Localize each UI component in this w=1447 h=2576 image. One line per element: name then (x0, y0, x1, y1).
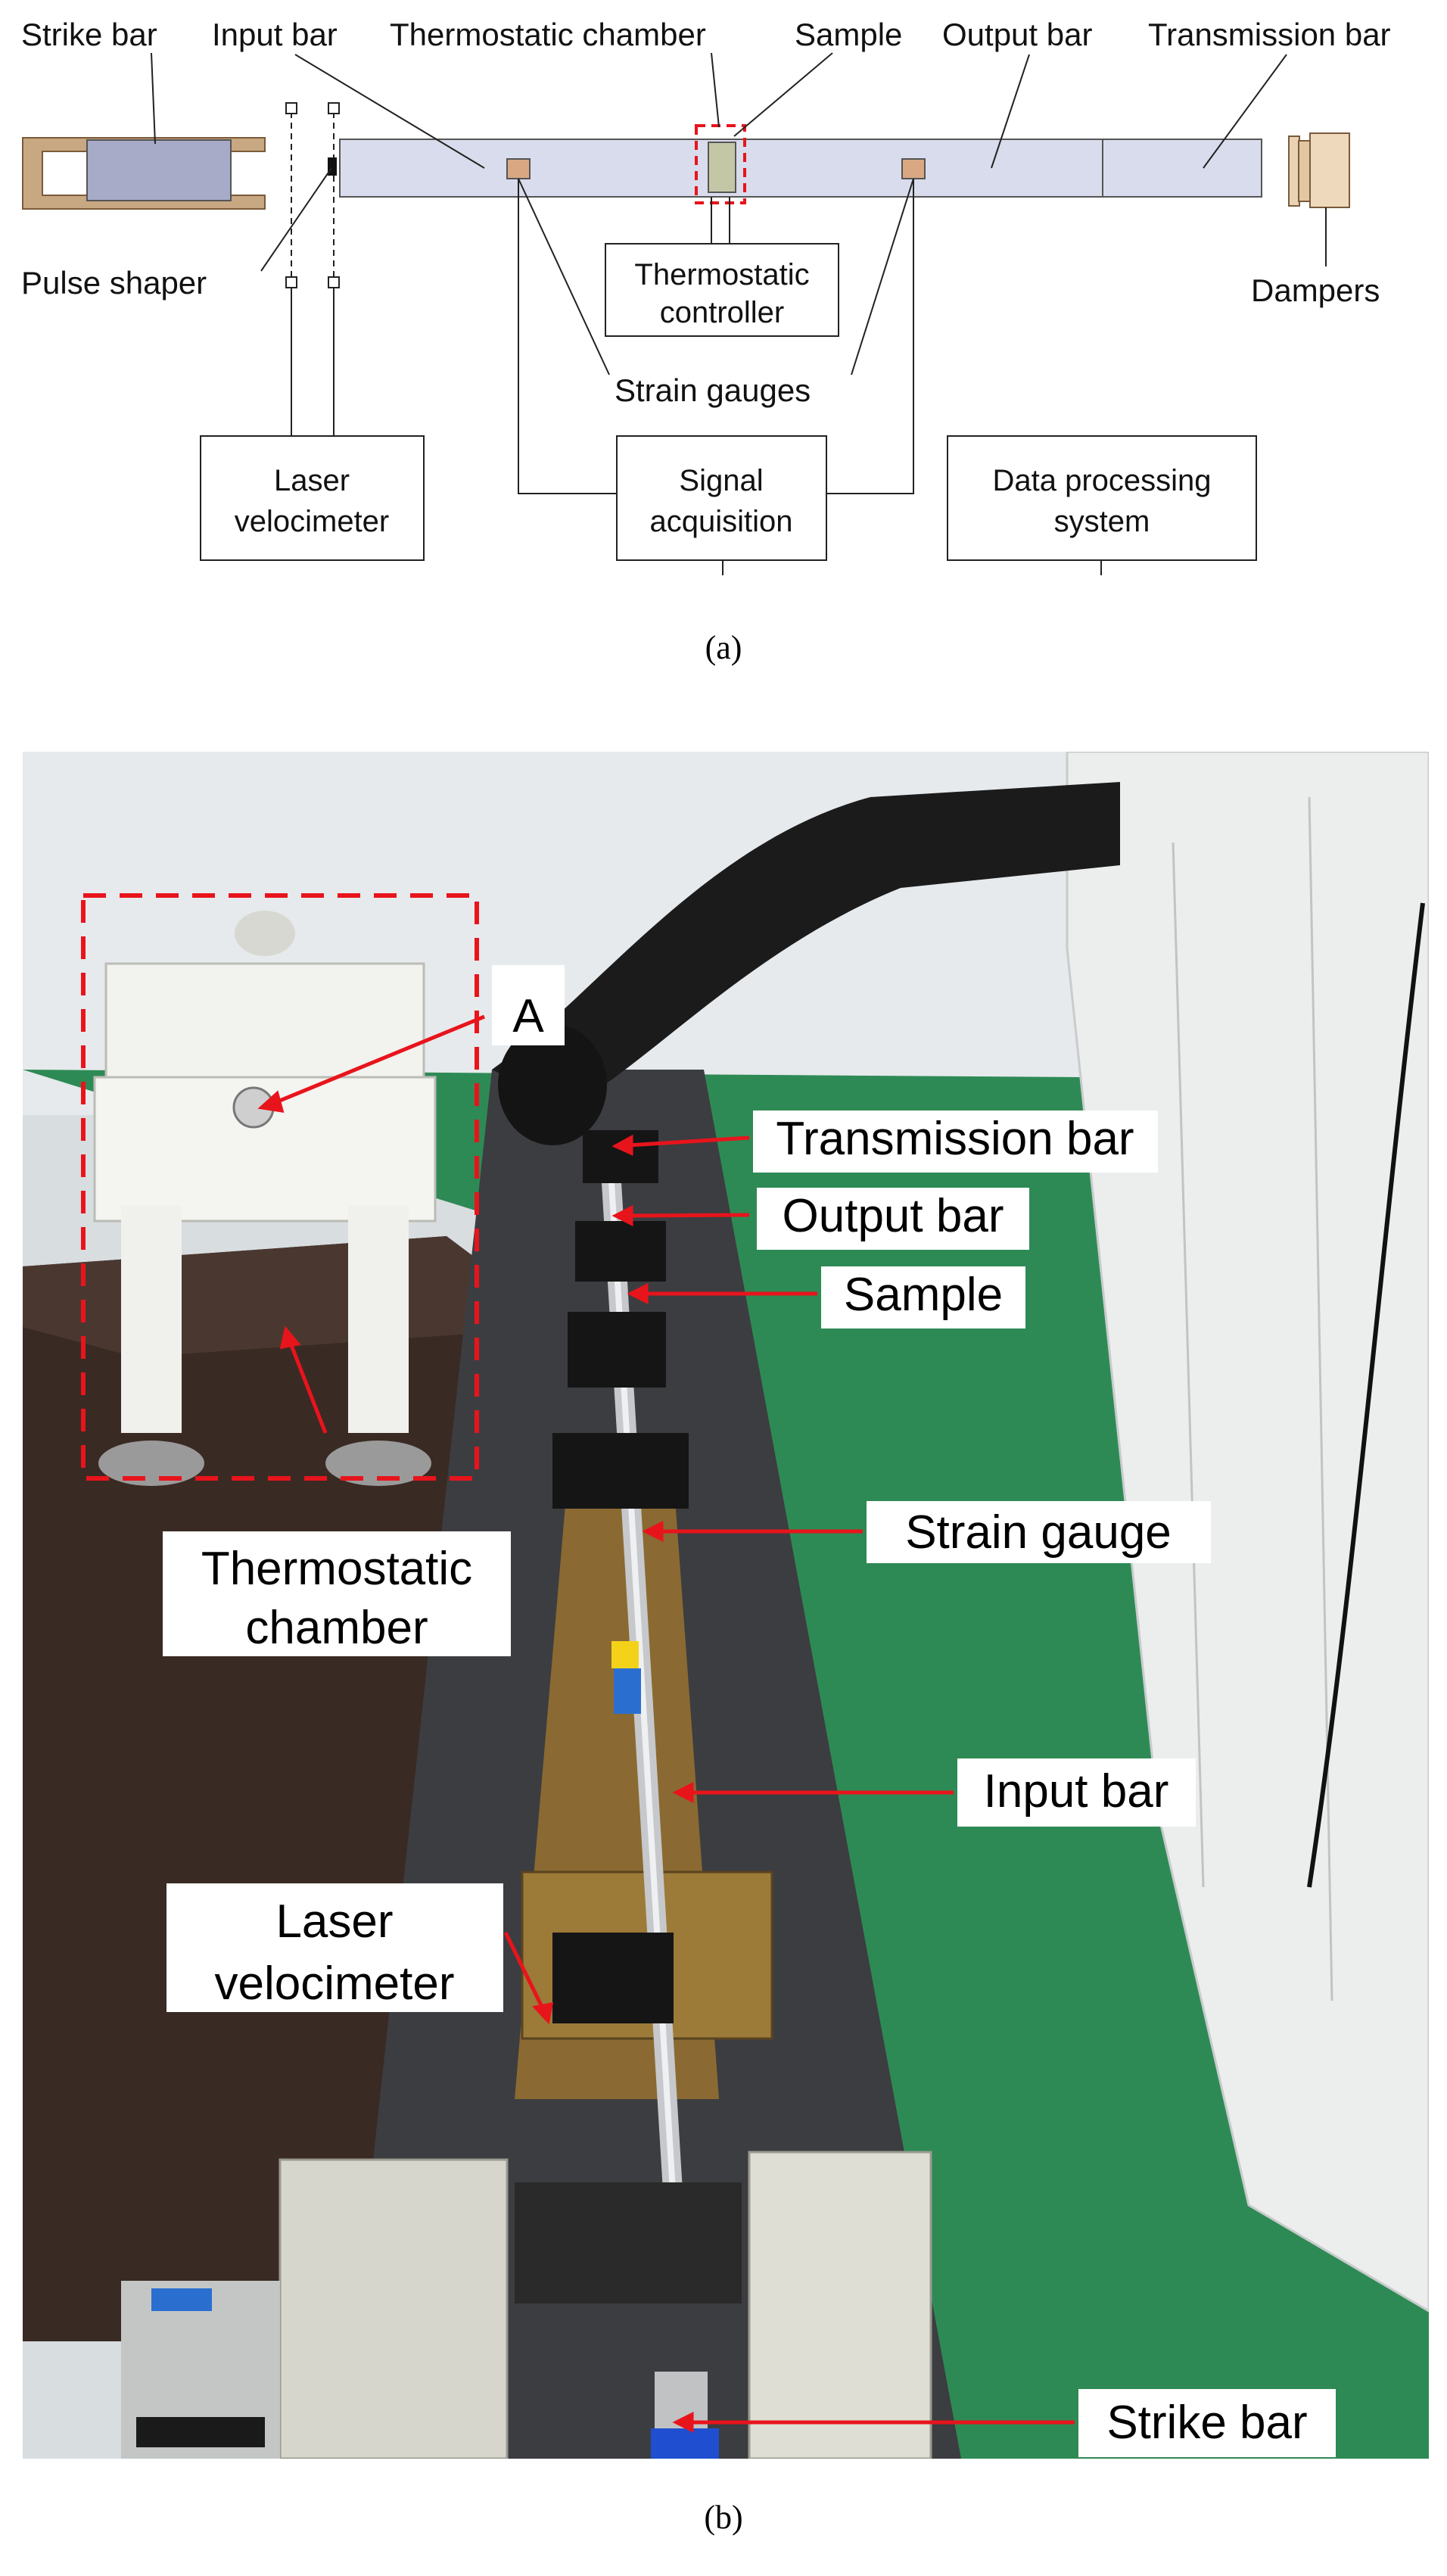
callout-input-bar: Input bar (984, 1765, 1169, 1818)
callout-strain-box (867, 1501, 1211, 1563)
label-laser-velocimeter-2: velocimeter (235, 505, 390, 538)
callout-a-box (492, 965, 565, 1045)
label-strain-gauges: Strain gauges (615, 372, 811, 408)
apparatus-photo: A Transmission bar Output bar Sample Str… (23, 752, 1429, 2459)
callout-chamber-box (163, 1531, 511, 1656)
transmission-bar (1102, 139, 1262, 198)
flexible-hose (492, 782, 1120, 1107)
label-laser-velocimeter-1: Laser (274, 464, 350, 497)
label-strike-bar: Strike bar (21, 17, 157, 52)
laser-velocimeter-device (121, 2151, 932, 2459)
thermostatic-controller-box (605, 243, 839, 337)
caption-a: (a) (705, 629, 742, 666)
leader-lines (151, 52, 1327, 575)
schematic-diagram: Strike bar Input bar Thermostatic chambe… (21, 17, 1391, 575)
dampers (1288, 132, 1350, 208)
laser-gates (285, 102, 340, 436)
label-thermostatic-controller-1: Thermostatic (634, 258, 809, 291)
data-processing-box (947, 435, 1257, 561)
label-thermostatic-controller-2: controller (660, 296, 785, 329)
callout-a: A (512, 990, 544, 1042)
callout-transmission-box (753, 1110, 1158, 1173)
signal-acquisition-box (616, 435, 827, 561)
label-signal-acquisition-2: acquisition (649, 505, 792, 538)
label-thermostatic-chamber: Thermostatic chamber (390, 17, 706, 52)
label-output-bar: Output bar (942, 17, 1092, 52)
callout-laser-velocimeter-2: velocimeter (215, 1958, 455, 2010)
strike-bar (86, 139, 232, 201)
thermostatic-chamber-outline (695, 124, 746, 204)
label-sample: Sample (795, 17, 902, 52)
callout-output-bar: Output bar (783, 1190, 1004, 1242)
chamber-highlight-box (81, 893, 479, 1481)
callout-output-box (757, 1188, 1029, 1250)
laser-velocimeter-box (200, 435, 425, 561)
callout-strike-bar: Strike bar (1106, 2397, 1307, 2449)
label-data-processing-1: Data processing (992, 464, 1211, 497)
callout-sample-box (821, 1266, 1025, 1328)
bar-supports (552, 1130, 689, 2023)
label-transmission-bar: Transmission bar (1148, 17, 1391, 52)
callout-laser-velocimeter-1: Laser (275, 1895, 393, 1948)
label-input-bar: Input bar (212, 17, 338, 52)
label-signal-acquisition-1: Signal (679, 464, 763, 497)
strike-bar-launcher (22, 137, 266, 210)
label-pulse-shaper: Pulse shaper (21, 265, 207, 301)
strain-gauge-right (901, 158, 926, 179)
annotation-arrows (257, 1014, 1075, 2434)
label-data-processing-2: system (1054, 505, 1150, 538)
label-dampers: Dampers (1251, 273, 1380, 308)
callout-laser-box (166, 1883, 503, 2012)
callout-strain-gauge: Strain gauge (905, 1506, 1172, 1559)
callout-strike-box (1078, 2389, 1336, 2457)
strain-gauge-left (506, 158, 531, 179)
callout-input-box (957, 1758, 1196, 1827)
callout-transmission-bar: Transmission bar (776, 1113, 1134, 1165)
callout-thermostatic-chamber-2: chamber (245, 1602, 428, 1654)
green-floor (23, 1070, 1429, 2459)
callout-sample: Sample (844, 1269, 1003, 1321)
sample (708, 142, 736, 193)
caption-b: (b) (704, 2499, 743, 2536)
callout-thermostatic-chamber-1: Thermostatic (201, 1543, 472, 1595)
